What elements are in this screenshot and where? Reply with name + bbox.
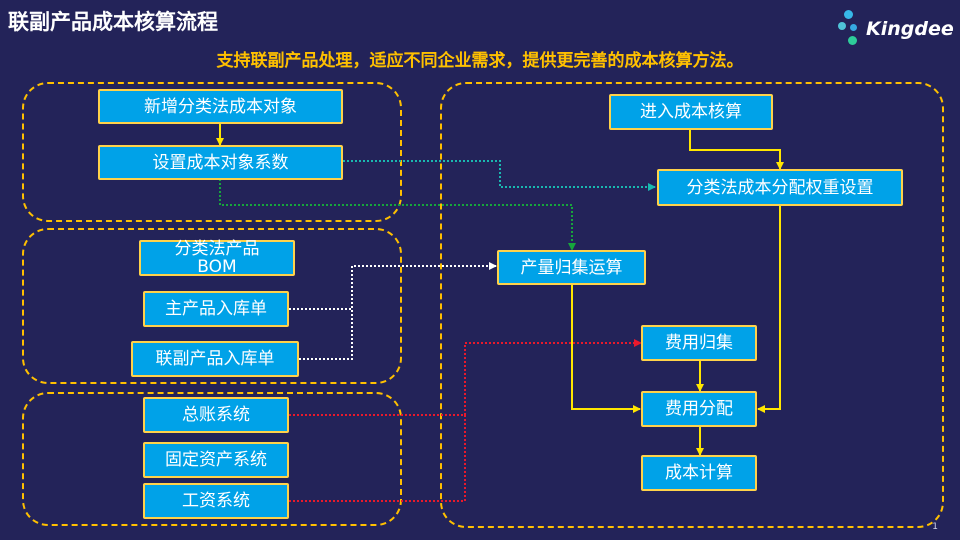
page-title: 联副产品成本核算流程 — [8, 10, 218, 34]
arrow-joint-receipt-to-quantity — [299, 309, 353, 360]
arrow-quantity-to-allocate — [571, 285, 641, 413]
node-fixed-assets[interactable]: 固定资产系统 — [143, 442, 289, 478]
arrow-payroll-to-collect — [289, 415, 466, 502]
group-cost-object — [22, 82, 402, 222]
node-bom-label-line2: BOM — [197, 257, 237, 277]
group-product-data — [22, 228, 402, 384]
group-costing-process — [440, 82, 944, 528]
logo-dot-icon — [848, 36, 857, 45]
node-main-product-receipt[interactable]: 主产品入库单 — [143, 291, 289, 327]
logo-dot-icon — [844, 10, 853, 19]
page-number: 1 — [932, 522, 938, 532]
arrow-main-receipt-to-quantity — [289, 262, 497, 310]
node-payroll[interactable]: 工资系统 — [143, 483, 289, 519]
node-enter-costing[interactable]: 进入成本核算 — [609, 94, 773, 130]
node-classification-bom[interactable]: 分类法产品 BOM — [139, 240, 295, 276]
node-weight-setting[interactable]: 分类法成本分配权重设置 — [657, 169, 903, 206]
node-cost-calc[interactable]: 成本计算 — [641, 455, 757, 491]
kingdee-logo: Kingdee — [836, 8, 954, 48]
node-expense-allocate[interactable]: 费用分配 — [641, 391, 757, 427]
arrow-weight-to-allocate — [757, 206, 781, 413]
node-expense-collect[interactable]: 费用归集 — [641, 325, 757, 361]
logo-dot-icon — [850, 24, 857, 31]
node-new-cost-object[interactable]: 新增分类法成本对象 — [98, 89, 343, 124]
node-joint-product-receipt[interactable]: 联副产品入库单 — [131, 341, 299, 377]
node-bom-label-line1: 分类法产品 — [174, 239, 260, 259]
logo-dot-icon — [838, 22, 846, 30]
node-set-coefficient[interactable]: 设置成本对象系数 — [98, 145, 343, 180]
arrow-set-to-weight — [343, 160, 656, 191]
arrow-set-to-quantity — [219, 179, 576, 251]
group-external-systems — [22, 392, 402, 526]
node-general-ledger[interactable]: 总账系统 — [143, 397, 289, 433]
node-quantity-calc[interactable]: 产量归集运算 — [497, 250, 646, 285]
page-subtitle: 支持联副产品处理，适应不同企业需求，提供更完善的成本核算方法。 — [216, 51, 744, 71]
arrow-ledger-to-collect — [289, 339, 642, 416]
logo-text: Kingdee — [866, 18, 954, 40]
arrow-enter-to-weight — [689, 129, 784, 170]
